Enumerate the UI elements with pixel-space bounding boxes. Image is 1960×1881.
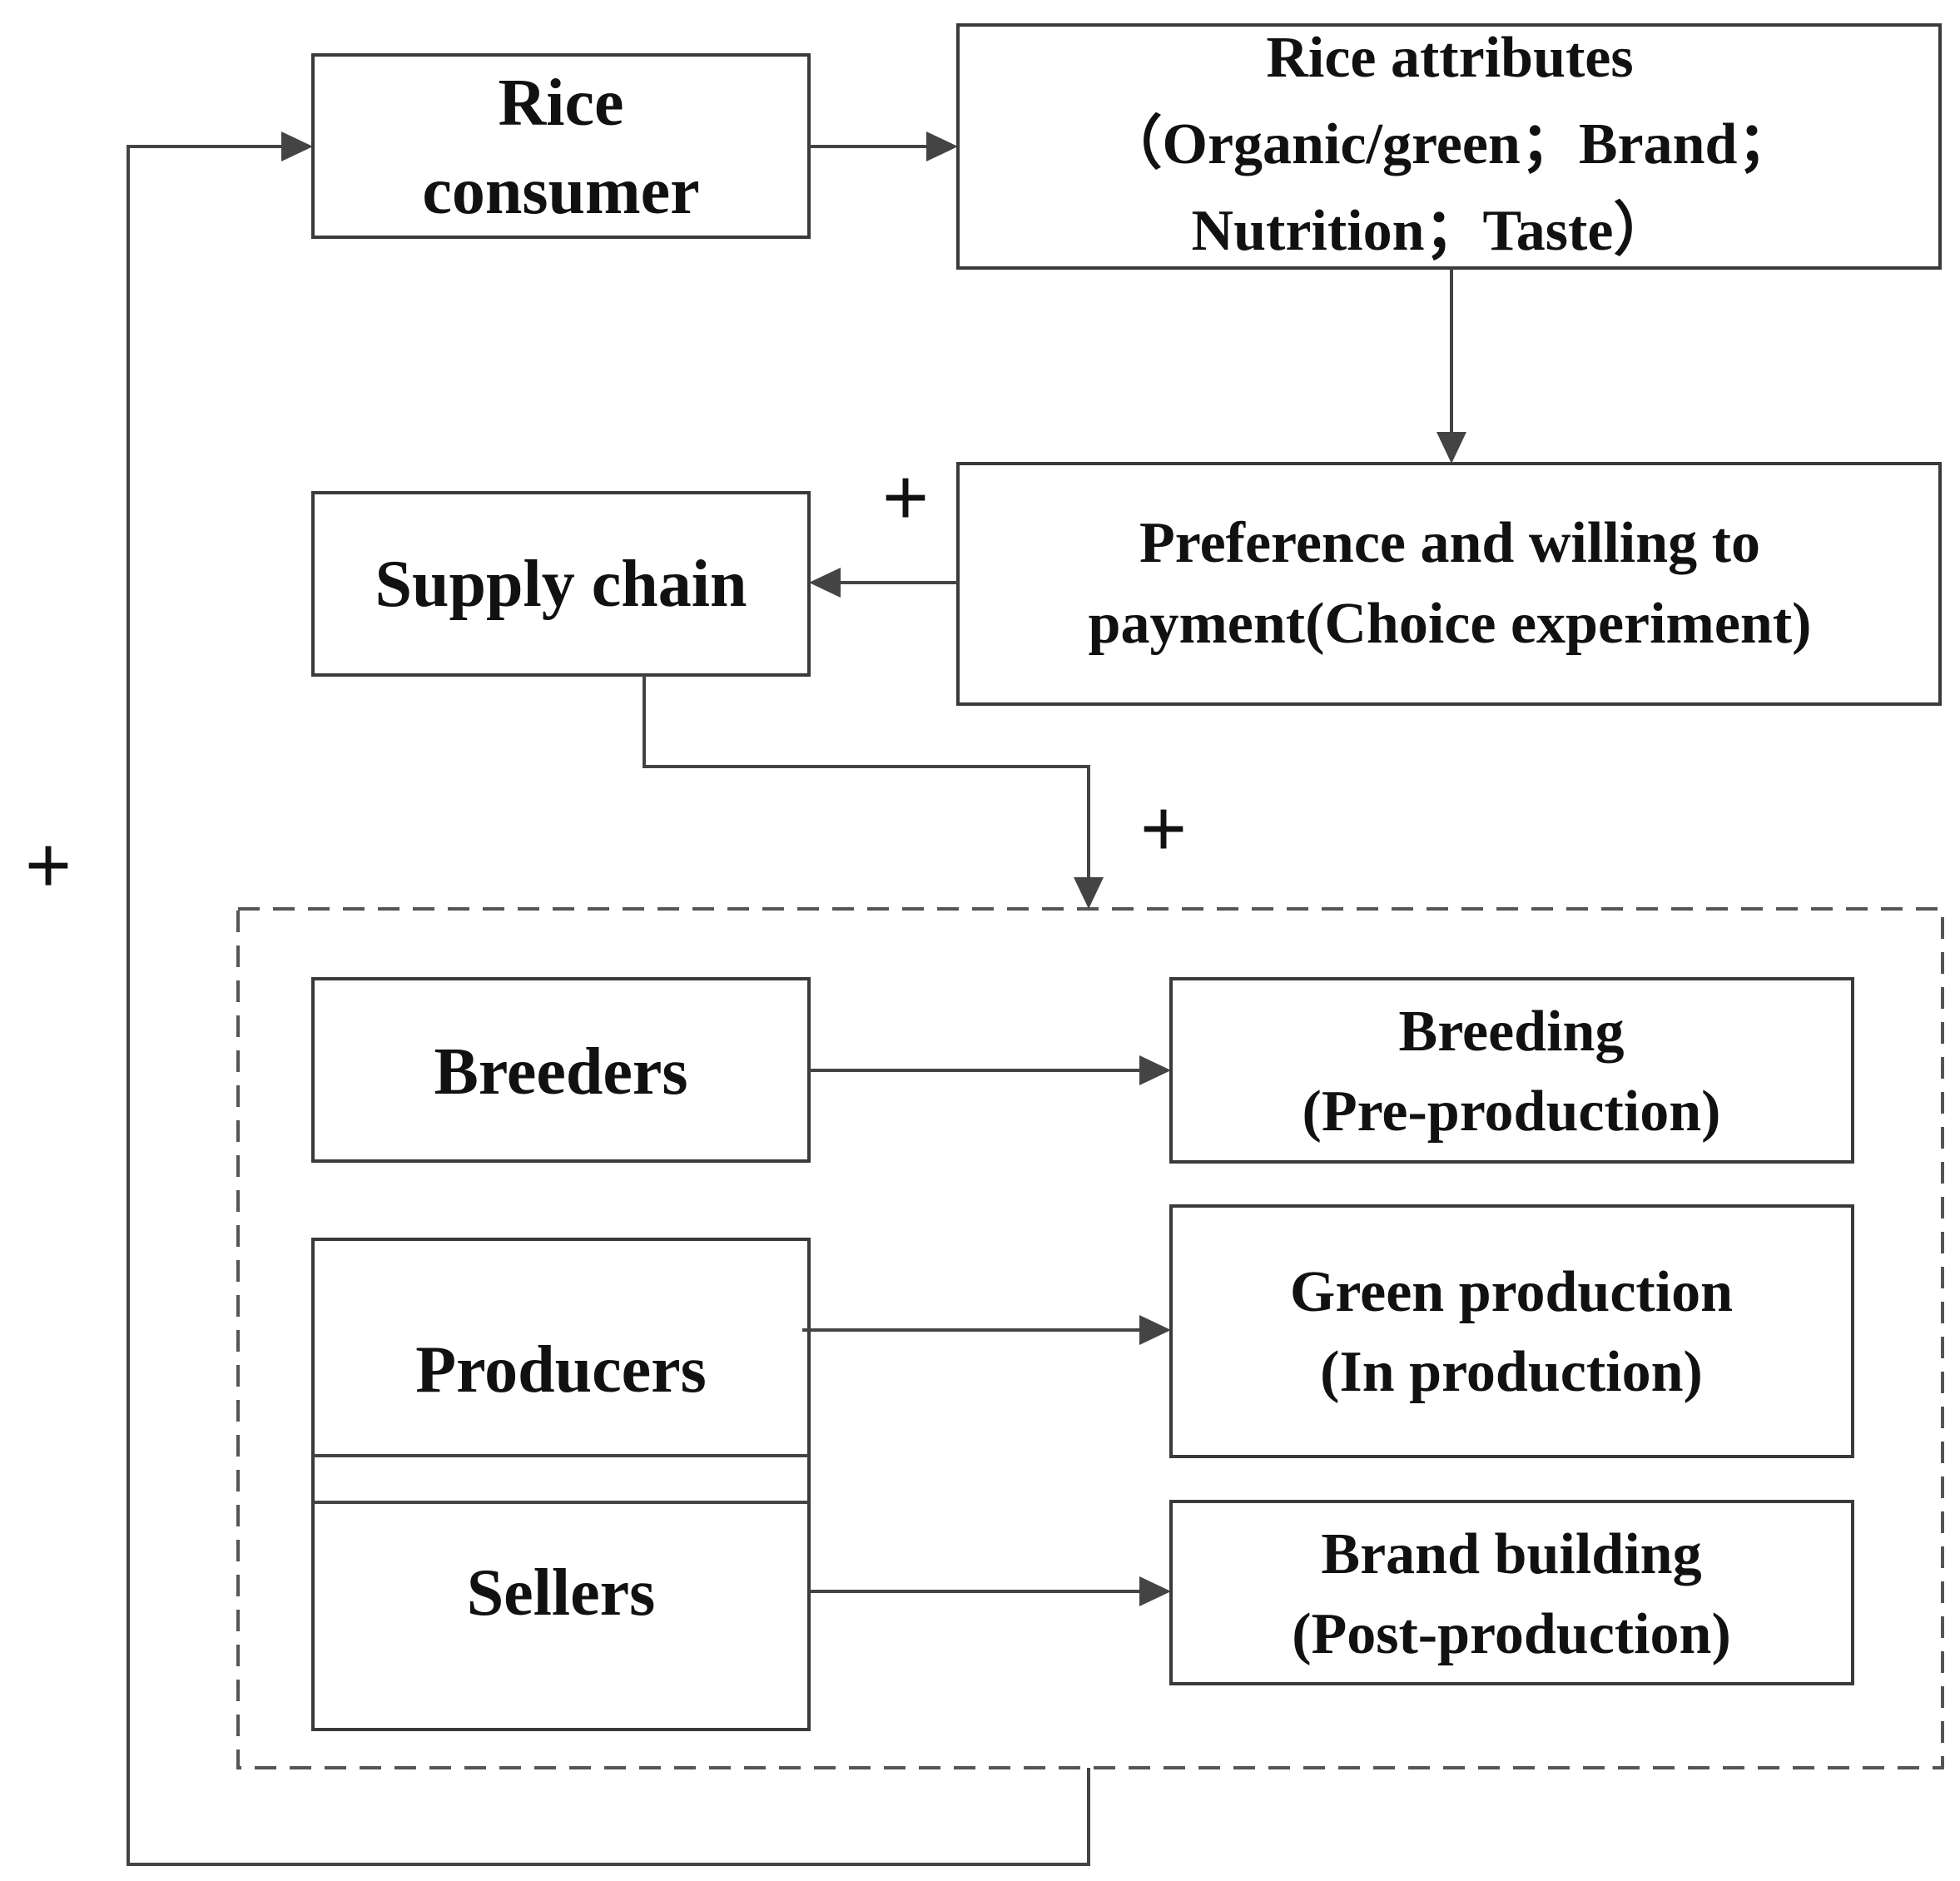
consumer-to-attributes-arrowhead: [926, 132, 958, 161]
rice-attributes-line2: （Organic/green；Brand；: [1104, 112, 1796, 176]
actors-group-frame: [236, 907, 1944, 1769]
rice-attributes-line1: Rice attributes: [1266, 26, 1633, 90]
preference-box: [956, 462, 1942, 706]
green-production-line2: (In production): [1320, 1340, 1703, 1404]
breeders-to-breeding-arrowhead: [1139, 1055, 1171, 1085]
sellers-label: Sellers: [467, 1556, 656, 1630]
supply-chain-label: Supply chain: [375, 548, 747, 621]
producers-label: Producers: [415, 1333, 707, 1407]
brand-building-line2: (Post-production): [1292, 1602, 1731, 1666]
plus-sign-supply: +: [1140, 784, 1187, 873]
breeding-line1: Breeding: [1399, 1000, 1625, 1064]
green-production-line1: Green production: [1290, 1260, 1733, 1324]
breeding-line2: (Pre-production): [1303, 1079, 1721, 1144]
supply-chain-box: [311, 491, 811, 677]
sellers-to-brand-arrowhead: [1139, 1576, 1171, 1606]
preference-line2: payment(Choice experiment): [1089, 592, 1812, 656]
plus-sign-feedback: +: [25, 821, 72, 910]
feedback-loop-line: [127, 145, 1090, 1866]
preference-line1: Preference and willing to: [1139, 511, 1760, 575]
preference-to-supply-arrowhead: [809, 568, 841, 598]
rice-consumer-line1: Rice: [498, 67, 623, 140]
attributes-to-preference-arrowhead: [1437, 432, 1466, 464]
green-production-box: [1169, 1204, 1854, 1458]
brand-building-box: [1169, 1500, 1854, 1685]
rice-attributes-box: [956, 23, 1942, 270]
supply-to-group-line: [643, 675, 1090, 884]
rice-consumer-box: [311, 53, 811, 239]
breeders-label: Breeders: [434, 1035, 687, 1109]
supply-to-group-arrowhead: [1074, 877, 1104, 909]
producers-to-green-arrowhead: [1139, 1315, 1171, 1345]
plus-sign-preference: +: [882, 453, 929, 542]
feedback-loop-arrowhead: [281, 132, 313, 161]
rice-consumer-line2: consumer: [422, 155, 699, 228]
rice-attributes-line3: Nutrition；Taste）: [1192, 198, 1672, 263]
producers-sellers-box: [311, 1238, 811, 1731]
brand-building-line1: Brand building: [1321, 1522, 1701, 1586]
breeding-box: [1169, 977, 1854, 1164]
